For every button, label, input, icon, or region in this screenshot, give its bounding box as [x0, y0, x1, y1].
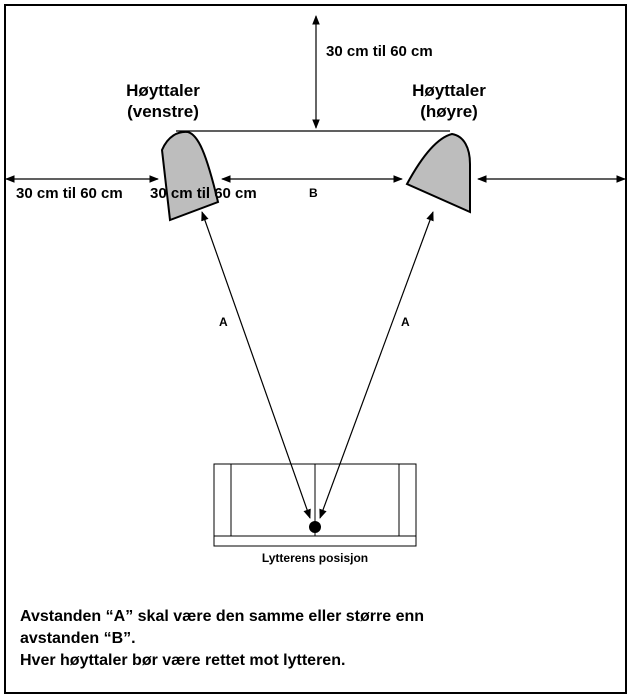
- note-line-3: Hver høyttaler bør være rettet mot lytte…: [20, 652, 346, 669]
- diagram-frame: [4, 4, 627, 694]
- a-right-arrow: [319, 211, 434, 519]
- a-left-label: A: [219, 315, 228, 329]
- a-left-arrow: [201, 211, 311, 519]
- listener-dot: [309, 521, 321, 533]
- listener-label: Lytterens posisjon: [261, 551, 369, 565]
- note-line-2: avstanden “B”.: [20, 630, 136, 647]
- left-wall-dimension-label: 30 cm til 60 cm: [16, 185, 123, 202]
- left-speaker-side: (venstre): [127, 102, 199, 121]
- a-right-label: A: [401, 315, 410, 329]
- left-speaker-label: Høyttaler (venstre): [108, 80, 218, 122]
- right-speaker-icon: [405, 132, 471, 214]
- left-speaker-title: Høyttaler: [126, 81, 200, 100]
- right-speaker-side: (høyre): [420, 102, 478, 121]
- b-dimension-label: B: [309, 186, 318, 200]
- note-line-1: Avstanden “A” skal være den samme eller …: [20, 608, 425, 625]
- left-inner-dimension-label: 30 cm til 60 cm: [150, 185, 257, 202]
- notes-block: Avstanden “A” skal være den samme eller …: [20, 606, 424, 672]
- right-speaker-label: Høyttaler (høyre): [394, 80, 504, 122]
- top-dimension-label: 30 cm til 60 cm: [326, 43, 433, 60]
- sofa-icon: [213, 463, 417, 547]
- right-speaker-title: Høyttaler: [412, 81, 486, 100]
- left-speaker-icon: [160, 130, 220, 222]
